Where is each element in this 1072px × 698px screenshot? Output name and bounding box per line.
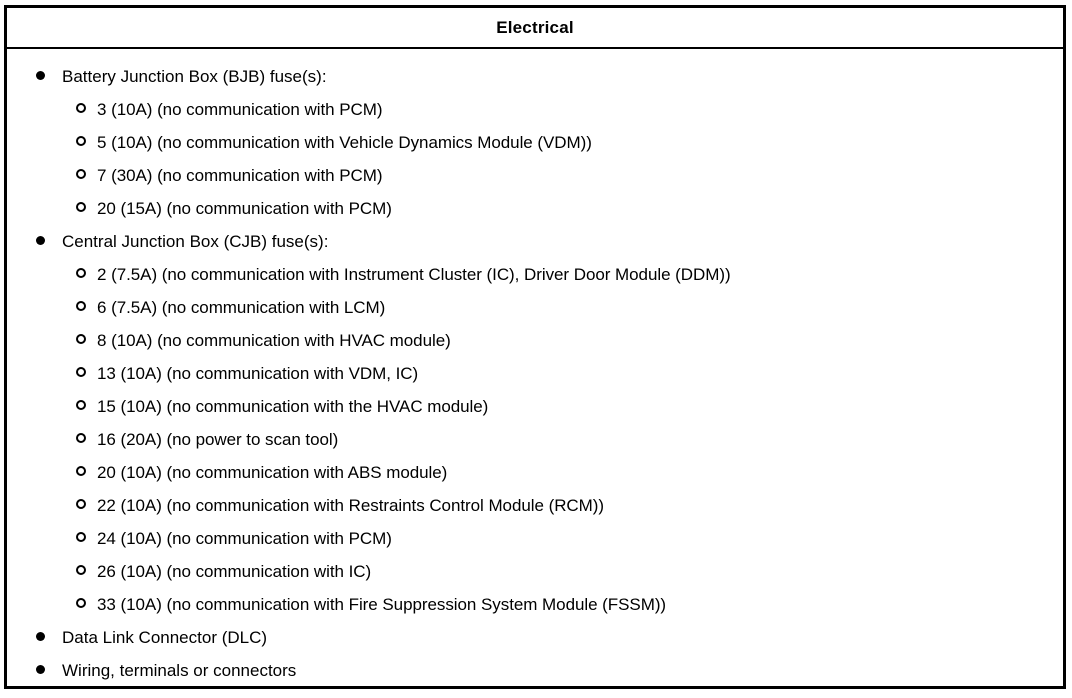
list-item-label: 13 (10A) (no communication with VDM, IC) [97,364,419,383]
disc-glyph [36,665,45,674]
ring-glyph [76,400,86,410]
sub-list-item: 26 (10A) (no communication with IC) [7,555,1063,588]
sub-list-item: 8 (10A) (no communication with HVAC modu… [7,324,1063,357]
ring-glyph [76,136,86,146]
bullet-circle-icon [76,192,97,225]
ring-glyph [76,169,86,179]
list-item-label: Battery Junction Box (BJB) fuse(s): [62,67,327,86]
list-item-label: 7 (30A) (no communication with PCM) [97,166,383,185]
bullet-circle-icon [76,258,97,291]
sub-list-item: 6 (7.5A) (no communication with LCM) [7,291,1063,324]
bullet-circle-icon [76,588,97,621]
bullet-circle-icon [76,291,97,324]
disc-glyph [36,71,45,80]
sub-list-item: 13 (10A) (no communication with VDM, IC) [7,357,1063,390]
ring-glyph [76,301,86,311]
list-item: Battery Junction Box (BJB) fuse(s): [7,60,1063,93]
disc-glyph [36,632,45,641]
list-item-label: 26 (10A) (no communication with IC) [97,562,372,581]
bullet-disc-icon [36,621,62,654]
list-item-label: Wiring, terminals or connectors [62,661,297,680]
bullet-disc-icon [36,60,62,93]
sub-list-item: 3 (10A) (no communication with PCM) [7,93,1063,126]
table-body: Battery Junction Box (BJB) fuse(s): 3 (10… [7,49,1063,687]
list-item-label: 20 (15A) (no communication with PCM) [97,199,392,218]
bullet-circle-icon [76,159,97,192]
list-item-label: 20 (10A) (no communication with ABS modu… [97,463,448,482]
list-item-label: Data Link Connector (DLC) [62,628,268,647]
bullet-circle-icon [76,456,97,489]
list-item-label: 24 (10A) (no communication with PCM) [97,529,392,548]
ring-glyph [76,433,86,443]
bullet-circle-icon [76,324,97,357]
bullet-disc-icon [36,225,62,258]
sub-list-item: 7 (30A) (no communication with PCM) [7,159,1063,192]
list-item: Data Link Connector (DLC) [7,621,1063,654]
disc-glyph [36,236,45,245]
ring-glyph [76,598,86,608]
list-item-label: 3 (10A) (no communication with PCM) [97,100,383,119]
list-item-label: 16 (20A) (no power to scan tool) [97,430,339,449]
table-header-title: Electrical [496,18,574,37]
sub-list-item: 16 (20A) (no power to scan tool) [7,423,1063,456]
sub-list-item: 15 (10A) (no communication with the HVAC… [7,390,1063,423]
list-item-label: 15 (10A) (no communication with the HVAC… [97,397,489,416]
bullet-circle-icon [76,126,97,159]
list-item: Wiring, terminals or connectors [7,654,1063,687]
list-item-label: Central Junction Box (CJB) fuse(s): [62,232,329,251]
list-item: Central Junction Box (CJB) fuse(s): [7,225,1063,258]
bullet-circle-icon [76,423,97,456]
sub-list-item: 20 (15A) (no communication with PCM) [7,192,1063,225]
ring-glyph [76,334,86,344]
bullet-circle-icon [76,93,97,126]
ring-glyph [76,466,86,476]
table-header: Electrical [7,8,1063,49]
sub-list-item: 24 (10A) (no communication with PCM) [7,522,1063,555]
ring-glyph [76,367,86,377]
ring-glyph [76,103,86,113]
ring-glyph [76,532,86,542]
sub-list-item: 2 (7.5A) (no communication with Instrume… [7,258,1063,291]
list-item-label: 22 (10A) (no communication with Restrain… [97,496,604,515]
list-item-label: 5 (10A) (no communication with Vehicle D… [97,133,592,152]
list-item-label: 6 (7.5A) (no communication with LCM) [97,298,386,317]
electrical-table: Electrical Battery Junction Box (BJB) fu… [4,5,1066,689]
list-item-label: 33 (10A) (no communication with Fire Sup… [97,595,667,614]
ring-glyph [76,499,86,509]
bullet-circle-icon [76,522,97,555]
list-item-label: 2 (7.5A) (no communication with Instrume… [97,265,731,284]
sub-list-item: 5 (10A) (no communication with Vehicle D… [7,126,1063,159]
sub-list-item: 22 (10A) (no communication with Restrain… [7,489,1063,522]
sub-list-item: 20 (10A) (no communication with ABS modu… [7,456,1063,489]
ring-glyph [76,202,86,212]
list-item-label: 8 (10A) (no communication with HVAC modu… [97,331,451,350]
ring-glyph [76,268,86,278]
sub-list-item: 33 (10A) (no communication with Fire Sup… [7,588,1063,621]
bullet-circle-icon [76,555,97,588]
bullet-circle-icon [76,357,97,390]
ring-glyph [76,565,86,575]
bullet-circle-icon [76,390,97,423]
bullet-disc-icon [36,654,62,687]
bullet-circle-icon [76,489,97,522]
